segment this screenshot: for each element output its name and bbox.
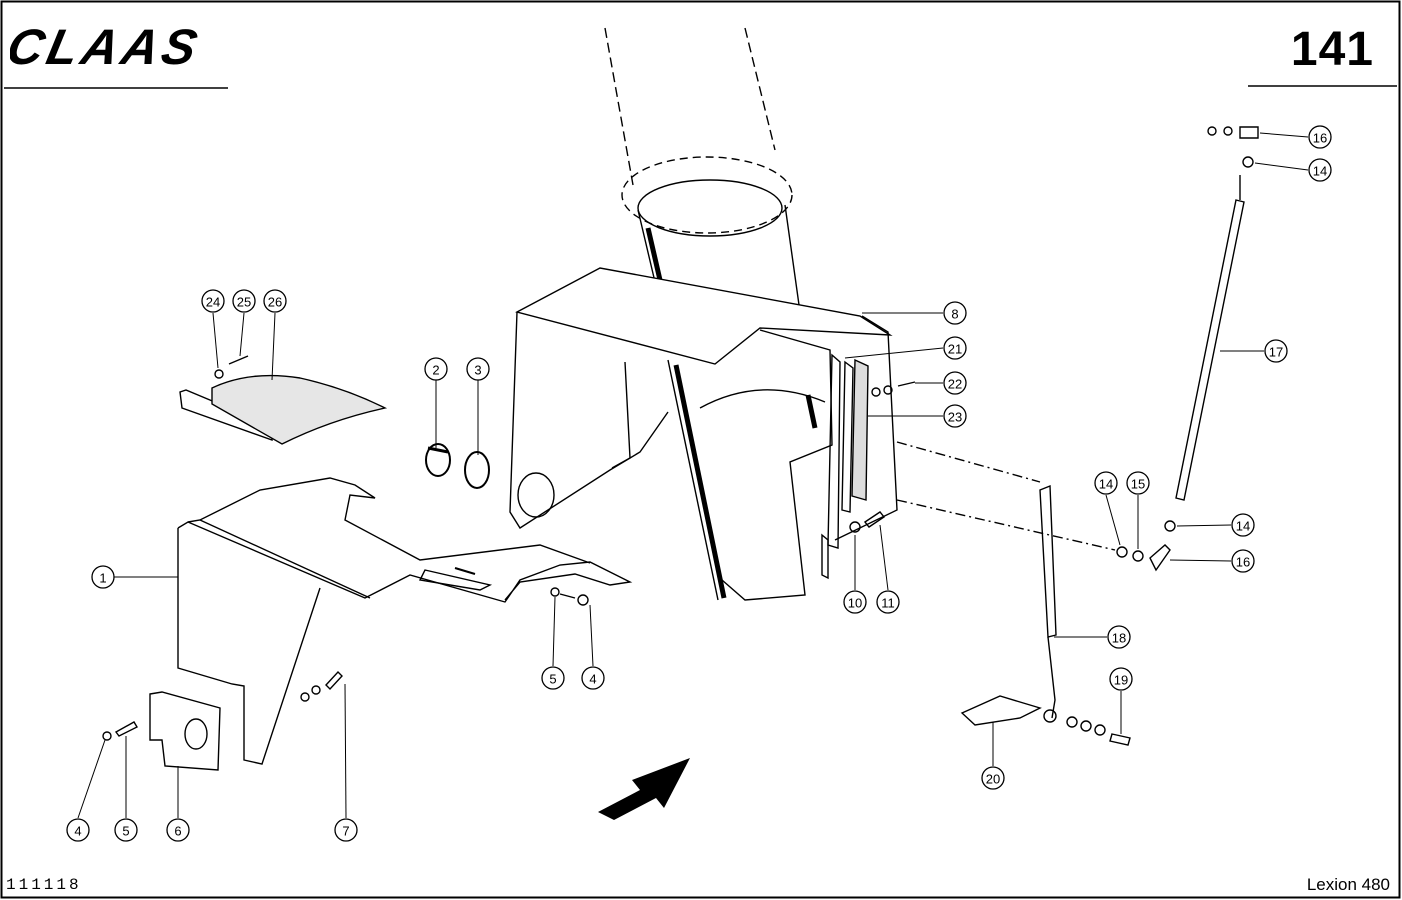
callout-7: 7 xyxy=(334,818,358,842)
svg-text:16: 16 xyxy=(1236,555,1250,570)
callout-3: 3 xyxy=(466,357,490,381)
callout-11: 11 xyxy=(876,590,900,614)
callout-5b: 5 xyxy=(114,818,138,842)
callout-23: 23 xyxy=(943,404,967,428)
callout-1: 1 xyxy=(91,565,115,589)
svg-text:11: 11 xyxy=(881,596,895,611)
callout-2: 2 xyxy=(424,357,448,381)
svg-text:18: 18 xyxy=(1112,631,1126,646)
side-cover-assembly xyxy=(149,477,633,771)
document-code: 111118 xyxy=(6,876,82,894)
callout-16a: 16 xyxy=(1308,125,1332,149)
callout-17: 17 xyxy=(1264,339,1288,363)
callouts: 1 2 3 4 5 4 5 6 7 8 21 22 23 10 11 16 14… xyxy=(66,125,1332,842)
svg-text:5: 5 xyxy=(122,824,129,839)
svg-text:2: 2 xyxy=(432,363,439,378)
callout-21: 21 xyxy=(943,336,967,360)
svg-text:26: 26 xyxy=(268,295,282,310)
svg-text:14: 14 xyxy=(1099,477,1113,492)
svg-text:19: 19 xyxy=(1114,673,1128,688)
fasteners xyxy=(102,126,1259,746)
callout-18: 18 xyxy=(1107,625,1131,649)
svg-text:25: 25 xyxy=(237,295,251,310)
page-number: 141 xyxy=(1290,23,1374,76)
callout-14b: 14 xyxy=(1094,471,1118,495)
callout-15: 15 xyxy=(1126,471,1150,495)
svg-text:20: 20 xyxy=(986,772,1000,787)
gas-struts xyxy=(960,175,1245,726)
svg-text:14: 14 xyxy=(1236,519,1250,534)
callout-6: 6 xyxy=(166,818,190,842)
svg-text:3: 3 xyxy=(474,363,481,378)
model-name: Lexion 480 xyxy=(1306,875,1390,894)
svg-text:16: 16 xyxy=(1313,131,1327,146)
svg-text:CLAAS: CLAAS xyxy=(10,19,206,74)
svg-text:6: 6 xyxy=(174,824,181,839)
callout-25: 25 xyxy=(232,289,256,313)
svg-text:7: 7 xyxy=(342,824,349,839)
svg-text:15: 15 xyxy=(1131,477,1145,492)
svg-text:24: 24 xyxy=(206,295,220,310)
seal-plate xyxy=(179,374,388,445)
callout-4a: 4 xyxy=(581,666,605,690)
direction-arrow xyxy=(598,758,690,820)
spout-assembly xyxy=(509,27,1116,601)
callout-20: 20 xyxy=(981,766,1005,790)
callout-24: 24 xyxy=(201,289,225,313)
svg-text:5: 5 xyxy=(549,672,556,687)
callout-14a: 14 xyxy=(1308,158,1332,182)
svg-text:17: 17 xyxy=(1269,345,1283,360)
callout-10: 10 xyxy=(843,590,867,614)
callout-19: 19 xyxy=(1109,667,1133,691)
svg-text:21: 21 xyxy=(948,342,962,357)
svg-text:14: 14 xyxy=(1313,164,1327,179)
callout-16b: 16 xyxy=(1231,549,1255,573)
svg-text:8: 8 xyxy=(951,307,958,322)
svg-text:4: 4 xyxy=(74,824,81,839)
callout-22: 22 xyxy=(943,371,967,395)
svg-text:1: 1 xyxy=(99,571,106,586)
callout-4b: 4 xyxy=(66,818,90,842)
svg-text:4: 4 xyxy=(589,672,596,687)
svg-text:10: 10 xyxy=(848,596,862,611)
leader-lines xyxy=(77,132,1309,819)
rings xyxy=(425,443,490,489)
callout-8: 8 xyxy=(943,301,967,325)
callout-14c: 14 xyxy=(1231,513,1255,537)
callout-26: 26 xyxy=(263,289,287,313)
callout-5a: 5 xyxy=(541,666,565,690)
claas-logo: CLAAS xyxy=(10,19,206,74)
svg-text:23: 23 xyxy=(948,410,962,425)
svg-text:22: 22 xyxy=(948,377,962,392)
